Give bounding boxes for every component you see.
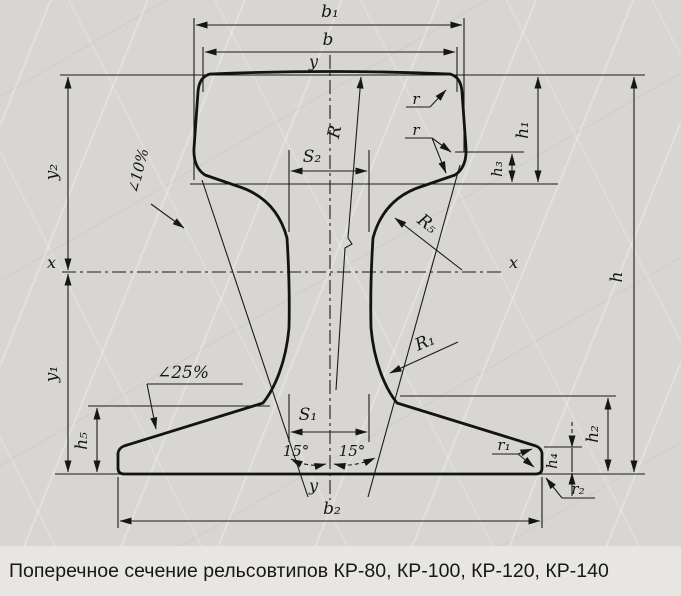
leader-slope-25 [146, 383, 158, 430]
center-axes [62, 55, 505, 500]
label-s2: S₂ [303, 147, 322, 167]
label-b: b [323, 30, 334, 50]
label-y-axis-bottom: y [308, 476, 319, 495]
label-slope-25: ∠25% [157, 363, 209, 383]
dimension-lines [64, 21, 638, 525]
label-R1: R₁ [411, 329, 438, 355]
label-angle-right: 15° [339, 442, 366, 460]
labels: b₁ b y y x x y₂ y₁ h₅ h₁ h₃ h₂ h₄ h S₂ S… [42, 2, 627, 519]
label-r-top: r [412, 90, 420, 108]
label-x-axis-right: x [509, 253, 518, 272]
dim-angle-left [290, 458, 327, 470]
leader-r1-2 [517, 453, 535, 468]
leader-slope-10 [150, 203, 185, 229]
label-slope-10: ∠10% [124, 146, 153, 195]
radius-R5-line [394, 217, 463, 271]
label-h5: h₅ [72, 432, 92, 450]
label-y1: y₁ [42, 366, 62, 383]
label-x-axis-left: x [47, 253, 56, 272]
label-r1: r₁ [497, 436, 510, 454]
figure-caption: Поперечное сечение рельсовтипов КР-80, К… [0, 546, 681, 596]
label-b2: b₂ [323, 499, 341, 519]
label-R5: R₅ [412, 210, 441, 239]
dim-angle-right [333, 457, 376, 470]
label-angle-left: 15° [283, 442, 310, 460]
label-R: R [324, 123, 346, 141]
label-h: h [607, 272, 627, 283]
leader-r1-1 [517, 448, 533, 457]
label-y2: y₂ [42, 164, 62, 182]
leader-r-side-1 [431, 137, 452, 153]
label-h1: h₁ [513, 121, 533, 139]
label-h4: h₄ [543, 453, 561, 469]
label-r2: r₂ [571, 480, 584, 498]
label-b1: b₁ [321, 2, 339, 22]
label-h3: h₃ [488, 161, 506, 177]
label-h2: h₂ [583, 425, 603, 443]
leader-r-top [429, 89, 447, 108]
extension-lines [55, 18, 645, 528]
rail-profile-outline [116, 70, 544, 476]
label-y-axis-top: y [308, 52, 319, 71]
leader-r2 [545, 477, 563, 499]
radius-R1-line [389, 341, 459, 374]
radius-R-line [335, 76, 364, 391]
radius-leaders [146, 76, 595, 499]
label-r-side: r [412, 121, 420, 139]
label-s1: S₁ [299, 405, 317, 425]
drawing-canvas: b₁ b y y x x y₂ y₁ h₅ h₁ h₃ h₂ h₄ h S₂ S… [42, 2, 645, 528]
leader-r-side-2 [431, 137, 447, 174]
